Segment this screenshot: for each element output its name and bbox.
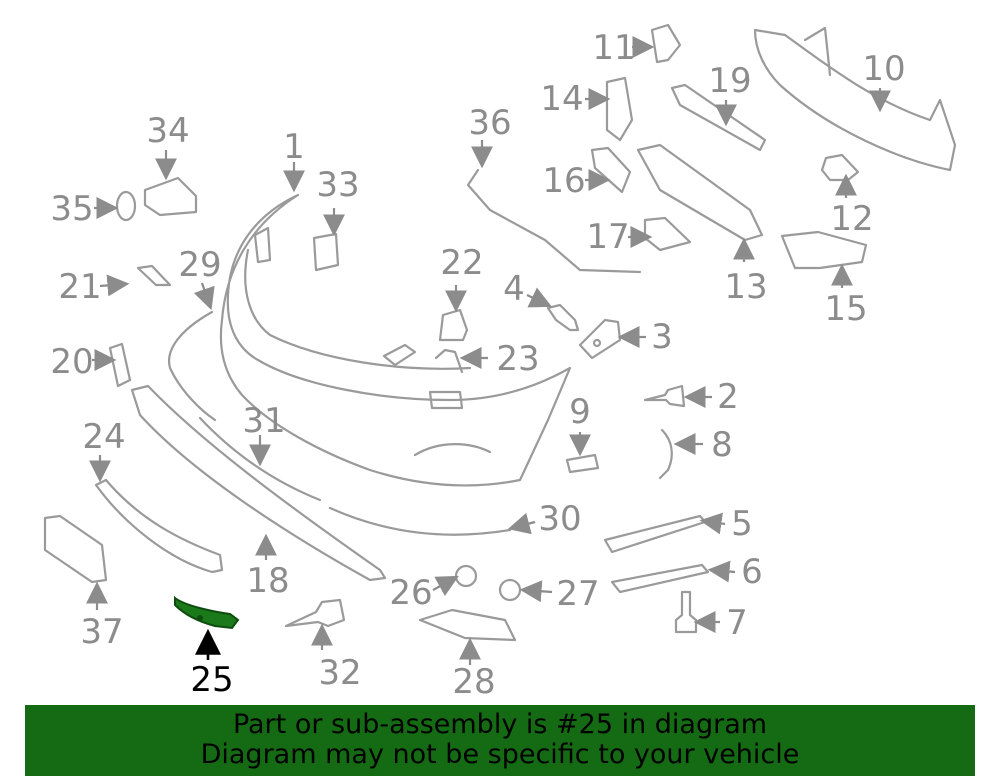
callout-31: 31 (242, 401, 285, 441)
part-8-wire[interactable] (658, 428, 673, 480)
part-36-wiring[interactable] (466, 168, 642, 274)
part-21-strip[interactable] (136, 264, 172, 287)
part-10-reinforcement[interactable] (753, 26, 957, 172)
part-27-fog-lamp[interactable] (498, 578, 522, 602)
callout-10: 10 (862, 49, 905, 89)
part-18-lower-grille[interactable] (130, 384, 387, 582)
part-30-strip[interactable] (328, 506, 512, 536)
parts-diagram: 1 2 3 4 5 6 7 8 9 10 11 12 13 14 15 16 1… (43, 23, 957, 700)
part-15-bracket[interactable] (780, 230, 868, 270)
callout-30: 30 (538, 499, 581, 539)
callout-1: 1 (283, 127, 305, 167)
part-5-strip[interactable] (603, 514, 707, 554)
callout-16: 16 (542, 161, 585, 201)
part-9-sensor[interactable] (565, 453, 600, 474)
part-11-bracket[interactable] (650, 23, 682, 64)
part-1-bumper-cover[interactable] (219, 193, 572, 487)
part-22-bracket[interactable] (438, 308, 469, 342)
callout-17: 17 (586, 217, 629, 257)
callout-22: 22 (440, 243, 483, 283)
callout-15: 15 (824, 289, 867, 329)
callout-32: 32 (318, 653, 361, 693)
part-2-screw[interactable] (643, 384, 686, 408)
callout-29: 29 (178, 245, 221, 285)
callout-21: 21 (58, 267, 101, 307)
callout-24: 24 (82, 417, 125, 457)
callout-33: 33 (316, 165, 359, 205)
part-3-bracket[interactable] (578, 318, 622, 360)
callout-19: 19 (708, 61, 751, 101)
banner-line-2: Diagram may not be specific to your vehi… (200, 739, 800, 770)
part-4-clip-bolt[interactable] (546, 303, 580, 332)
part-20-bracket[interactable] (108, 342, 132, 388)
leader-lines (86, 36, 891, 665)
callout-36: 36 (468, 103, 511, 143)
part-28-grille-trim[interactable] (418, 608, 517, 642)
callout-4: 4 (503, 269, 525, 309)
callout-18: 18 (246, 561, 289, 601)
callout-12: 12 (830, 199, 873, 239)
banner-line-1: Part or sub-assembly is #25 in diagram (232, 709, 768, 740)
callout-2: 2 (717, 377, 739, 417)
callout-34: 34 (146, 111, 189, 151)
part-37-plate-bracket[interactable] (43, 514, 108, 584)
part-33-module[interactable] (312, 232, 340, 272)
part-23-clip[interactable] (434, 348, 464, 374)
part-25-highlighted[interactable] (174, 595, 240, 630)
callout-27: 27 (556, 574, 599, 614)
part-17-bracket[interactable] (643, 216, 692, 252)
part-12-bracket[interactable] (820, 153, 860, 182)
callout-3: 3 (651, 317, 673, 357)
callout-26: 26 (389, 573, 432, 613)
callout-13: 13 (724, 267, 767, 307)
part-35-ring[interactable] (115, 190, 137, 222)
callout-35: 35 (50, 189, 93, 229)
callout-23: 23 (496, 339, 539, 379)
part-29-strip[interactable] (167, 310, 217, 422)
part-26-fog-lamp[interactable] (454, 564, 478, 588)
part-16-bracket[interactable] (590, 146, 632, 194)
callout-9: 9 (569, 392, 591, 432)
callout-7: 7 (726, 603, 748, 643)
part-14-bracket[interactable] (605, 76, 634, 142)
info-banner: Part or sub-assembly is #25 in diagram D… (25, 705, 975, 776)
callout-5: 5 (731, 504, 753, 544)
callout-11: 11 (592, 28, 635, 68)
part-34-sensor[interactable] (143, 176, 198, 217)
callout-14: 14 (540, 79, 583, 119)
part-32-sensor[interactable] (284, 598, 346, 628)
part-6-strip[interactable] (610, 563, 710, 594)
callout-25: 25 (190, 660, 233, 700)
callout-20: 20 (50, 342, 93, 382)
callout-8: 8 (711, 425, 733, 465)
part-13-absorber[interactable] (636, 143, 764, 242)
callout-28: 28 (452, 662, 495, 700)
callout-37: 37 (80, 612, 123, 652)
part-7-bolt[interactable] (674, 590, 698, 634)
callout-6: 6 (741, 552, 763, 592)
part-24-trim[interactable] (94, 478, 224, 574)
